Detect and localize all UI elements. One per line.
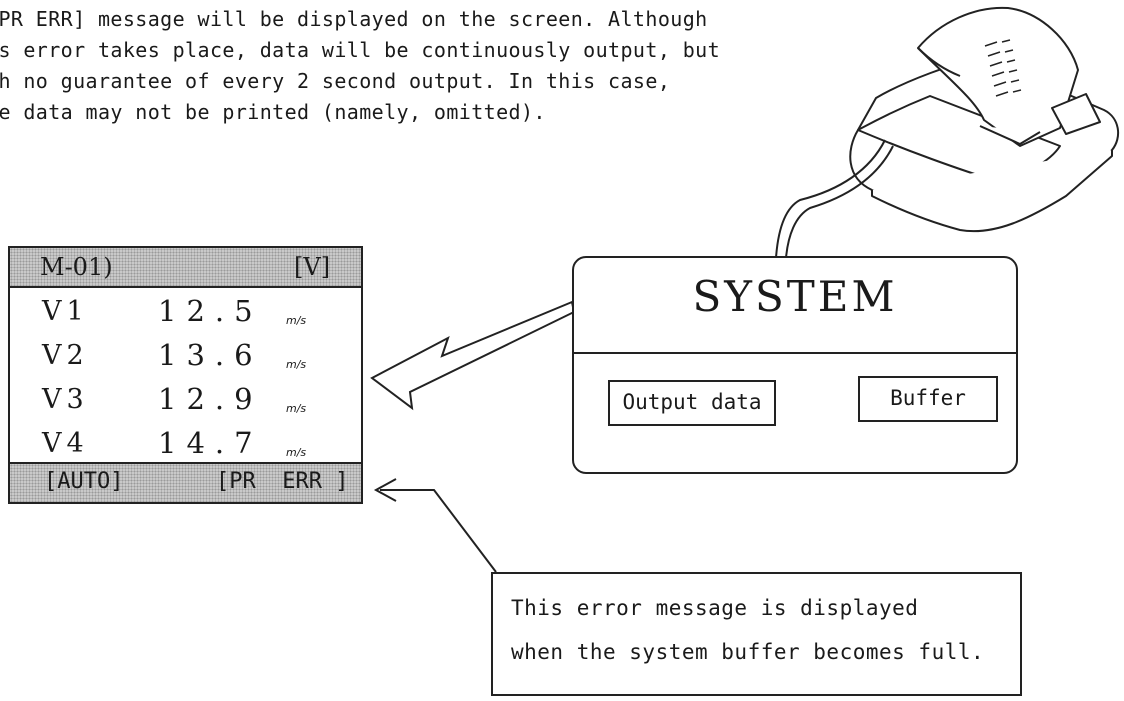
- intro-paragraph: [PR ERR] message will be displayed on th…: [0, 4, 720, 128]
- system-box: SYSTEM Output data Buffer: [572, 256, 1018, 474]
- row-value-v2: 13.6: [158, 338, 263, 372]
- lcd-display: M-01) [V] V1 12.5 m/s V2 13.6 m/s V3 12.…: [8, 246, 363, 504]
- row-label-v2: V2: [42, 340, 89, 371]
- row-label-v1: V1: [42, 296, 89, 327]
- row-value-v1: 12.5: [158, 294, 263, 328]
- system-divider: [574, 352, 1016, 354]
- intro-line-1: [PR ERR] message will be displayed on th…: [0, 7, 708, 31]
- row-unit-v2: m/s: [286, 358, 307, 371]
- output-data-box: Output data: [608, 380, 776, 426]
- lcd-header-right: [V]: [294, 253, 331, 281]
- note-line-1: This error message is displayed: [511, 596, 919, 620]
- row-unit-v4: m/s: [286, 446, 307, 459]
- row-value-v4: 14.7: [158, 426, 263, 460]
- note-line-2: when the system buffer becomes full.: [511, 640, 985, 664]
- error-note-box: This error message is displayed when the…: [491, 572, 1022, 696]
- intro-line-3: th no guarantee of every 2 second output…: [0, 69, 671, 93]
- lcd-footer-mode: [AUTO]: [44, 469, 124, 494]
- row-label-v4: V4: [42, 428, 89, 459]
- system-title: SYSTEM: [692, 272, 898, 321]
- row-unit-v1: m/s: [286, 314, 307, 327]
- row-unit-v3: m/s: [286, 402, 307, 415]
- pointer-line: [380, 489, 497, 573]
- printer-cable: [775, 139, 886, 259]
- intro-line-4: me data may not be printed (namely, omit…: [0, 100, 546, 124]
- lcd-footer: [AUTO] [PR ERR ]: [10, 462, 361, 502]
- intro-line-2: is error takes place, data will be conti…: [0, 38, 721, 62]
- buffer-box: Buffer: [858, 376, 998, 422]
- row-value-v3: 12.9: [158, 382, 263, 416]
- lcd-header: M-01) [V]: [10, 248, 361, 288]
- printer-icon: [849, 6, 1120, 233]
- row-label-v3: V3: [42, 384, 89, 415]
- arrow-icon: [370, 300, 576, 411]
- lcd-header-left: M-01): [40, 253, 113, 281]
- lcd-footer-error: [PR ERR ]: [216, 469, 349, 494]
